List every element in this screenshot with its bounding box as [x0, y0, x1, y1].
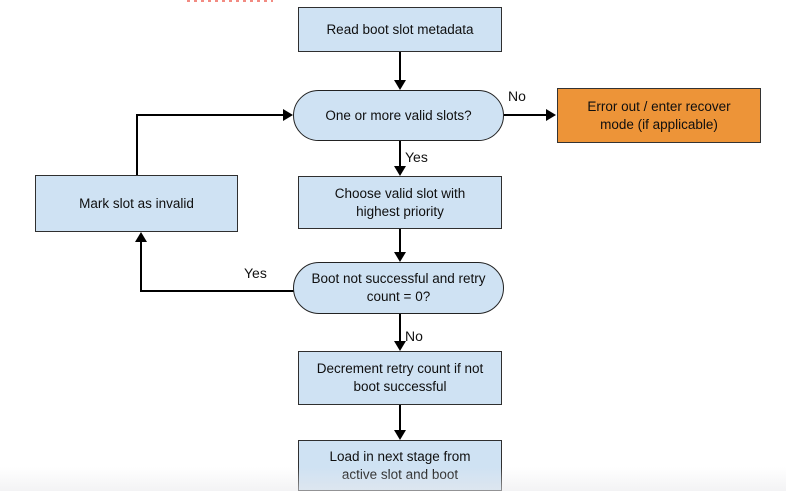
- node-boot-not-successful-retry: Boot not successful and retry count = 0?: [293, 262, 504, 314]
- edge-label-no-to-decrement: No: [405, 328, 423, 344]
- arrowhead-down-icon: [394, 430, 406, 440]
- node-decrement-retry-count: Decrement retry count if not boot succes…: [298, 351, 502, 405]
- node-label: Boot not successful and retry count = 0?: [311, 271, 486, 304]
- edge-label-no-to-error: No: [508, 88, 526, 104]
- edge-label-yes-to-mark: Yes: [244, 265, 267, 281]
- connector-mark-to-validslots-vertical: [136, 114, 138, 175]
- spellcheck-underline-artifact: [187, 0, 273, 2]
- node-mark-slot-invalid: Mark slot as invalid: [35, 175, 238, 232]
- arrowhead-down-icon: [394, 166, 406, 176]
- node-one-or-more-valid-slots: One or more valid slots?: [293, 90, 504, 141]
- node-label: Decrement retry count if not boot succes…: [316, 361, 484, 394]
- node-label: Load in next stage from active slot and …: [329, 448, 471, 482]
- connector-mark-to-validslots-horizontal: [136, 114, 283, 116]
- arrowhead-right-icon: [546, 109, 556, 121]
- connector-bootretry-to-decrement: [399, 314, 401, 342]
- connector-bootretry-to-mark-vertical: [140, 242, 142, 291]
- node-error-out-recover-mode: Error out / enter recover mode (if appli…: [557, 88, 761, 143]
- node-label: Error out / enter recover mode (if appli…: [587, 98, 731, 132]
- connector-validslots-to-error: [504, 114, 547, 116]
- node-load-next-stage: Load in next stage from active slot and …: [298, 440, 502, 491]
- connector-choose-to-bootretry: [399, 229, 401, 253]
- arrowhead-down-icon: [394, 252, 406, 262]
- node-choose-valid-slot: Choose valid slot with highest priority: [298, 176, 502, 229]
- connector-bootretry-to-mark-horizontal: [140, 290, 302, 292]
- node-label: Choose valid slot with highest priority: [334, 185, 466, 219]
- node-label: One or more valid slots?: [325, 107, 472, 123]
- edge-label-yes-to-choose: Yes: [405, 149, 428, 165]
- node-read-boot-slot-metadata: Read boot slot metadata: [298, 7, 502, 52]
- arrowhead-right-icon: [283, 109, 293, 121]
- node-label: Mark slot as invalid: [79, 195, 194, 211]
- arrowhead-up-icon: [135, 232, 147, 242]
- arrowhead-down-icon: [394, 80, 406, 90]
- connector-validslots-to-choose: [399, 141, 401, 167]
- arrowhead-down-icon: [394, 341, 406, 351]
- connector-read-to-validslots: [399, 52, 401, 81]
- node-label: Read boot slot metadata: [326, 21, 474, 37]
- connector-decrement-to-load: [399, 405, 401, 431]
